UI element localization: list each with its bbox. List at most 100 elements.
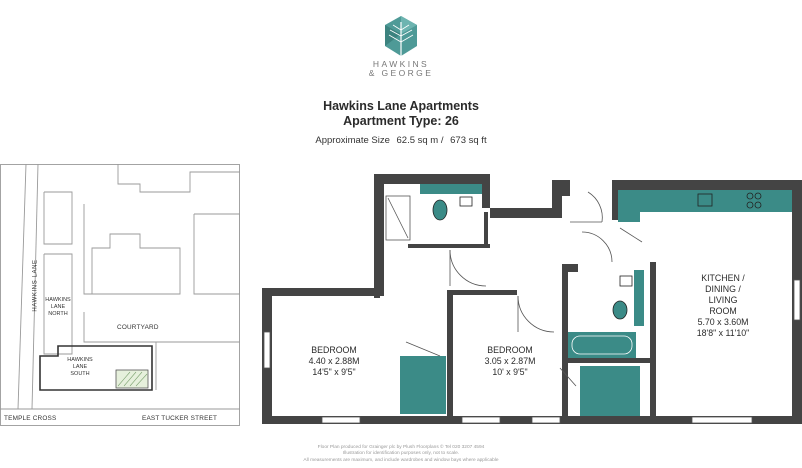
- wall-kitchen-left: [650, 262, 656, 416]
- floor-plan: [262, 174, 802, 424]
- window-kitchen-side: [793, 279, 801, 321]
- wall-riser: [552, 180, 562, 218]
- bedroom-2-label: BEDROOM 3.05 x 2.87M 10' x 9'5": [460, 345, 560, 378]
- basin-2: [619, 275, 633, 287]
- middle-building: [83, 204, 181, 295]
- size-label: Approximate Size: [315, 135, 390, 146]
- leaf-icon: [385, 16, 417, 60]
- basin-1: [459, 196, 473, 207]
- footer-line2: Illustration for identification purposes…: [342, 451, 460, 457]
- toilet-2: [612, 300, 628, 320]
- kitchen-name-4: ROOM: [709, 306, 737, 316]
- apartment-location: [115, 369, 149, 389]
- brand-line2: & GEORGE: [368, 68, 434, 78]
- bedroom-2-imperial: 10' x 9'5": [492, 367, 528, 377]
- door-arc-hall: [449, 249, 487, 287]
- wall-kitchen-stub: [612, 180, 618, 220]
- north-block-upper: [43, 191, 73, 245]
- south-label-3: SOUTH: [70, 371, 90, 377]
- window-bed1: [321, 416, 361, 424]
- bathtub-inner: [571, 335, 633, 355]
- right-building: [193, 213, 240, 295]
- wall-top-corridor: [490, 208, 560, 218]
- wall-top-bath: [374, 174, 490, 184]
- bedroom-2-metric: 3.05 x 2.87M: [484, 356, 536, 366]
- north-label-1: HAWKINS: [45, 297, 71, 303]
- window-bed1-side: [263, 331, 271, 369]
- south-label: HAWKINS LANE SOUTH: [60, 357, 100, 378]
- window-bed2-b: [531, 416, 561, 424]
- street-right: EAST TUCKER STREET: [142, 415, 218, 422]
- bedroom-1-name: BEDROOM: [311, 345, 357, 355]
- size-metric: 62.5 sq m /: [396, 135, 444, 146]
- door-leaf-bath2: [559, 367, 577, 387]
- wall-riser-cap: [558, 180, 570, 196]
- bedroom-1-imperial: 14'5" x 9'5": [312, 367, 356, 377]
- wall-bed2-top: [447, 290, 517, 295]
- kitchen-name-3: LIVING: [708, 295, 738, 305]
- page-title: Hawkins Lane Apartments: [323, 99, 479, 113]
- footer-line1: Floor Plan produced for Grainger plc by …: [317, 445, 485, 450]
- south-label-1: HAWKINS: [67, 357, 93, 363]
- window-bed2-a: [461, 416, 501, 424]
- north-block: [43, 253, 73, 355]
- wall-top-kitchen: [612, 180, 802, 190]
- brand-line1: HAWKINS: [372, 59, 430, 69]
- door-arc-entry: [587, 191, 603, 223]
- lane-line-left: [17, 164, 27, 410]
- south-label-2: LANE: [72, 364, 88, 370]
- kitchen-name-1: KITCHEN /: [701, 273, 745, 283]
- wall-hall: [484, 212, 488, 248]
- bath2-counter: [634, 270, 644, 326]
- footer-disclaimer: Floor Plan produced for Grainger plc by …: [250, 445, 552, 464]
- bedroom-1-metric: 4.40 x 2.88M: [308, 356, 360, 366]
- site-plan: [0, 164, 240, 426]
- approximate-size: Approximate Size 62.5 sq m / 673 sq ft: [250, 135, 552, 146]
- door-leaf-bed1: [405, 341, 441, 357]
- brand-name: HAWKINS & GEORGE: [340, 60, 462, 78]
- lane-line-right: [31, 164, 39, 410]
- courtyard-label: COURTYARD: [117, 324, 159, 331]
- street-left: TEMPLE CROSS: [4, 415, 57, 422]
- wall-junction: [374, 288, 380, 298]
- kitchen-worktop: [618, 190, 792, 212]
- shower-tray: [385, 195, 411, 241]
- wall-top-bed1: [262, 288, 382, 296]
- lane-label: HAWKINS LANE: [32, 259, 39, 312]
- wall-bath2-top: [562, 264, 578, 272]
- kitchen-corner-unit: [618, 190, 640, 222]
- site-plan-border: [0, 164, 240, 426]
- apartment-type: Apartment Type: 26: [343, 114, 459, 128]
- wall-bath2-bottom: [568, 358, 650, 363]
- wall-bath-bottom: [408, 244, 490, 248]
- wall-bath-right: [482, 174, 490, 208]
- toilet-1: [432, 199, 448, 221]
- north-label-3: NORTH: [48, 311, 68, 317]
- kitchen-sink: [697, 193, 713, 207]
- wall-bath2-left: [562, 264, 568, 416]
- window-kitchen: [691, 416, 753, 424]
- north-label-2: LANE: [50, 304, 66, 310]
- kitchen-name-2: DINING /: [705, 284, 741, 294]
- door-arc-corridor: [581, 231, 613, 263]
- north-label: HAWKINS LANE NORTH: [44, 297, 72, 318]
- kitchen-metric: 5.70 x 3.60M: [697, 317, 749, 327]
- door-leaf-kitchen: [619, 227, 643, 243]
- wardrobe-2: [580, 366, 640, 416]
- footer-line3: All measurements are maximum, and includ…: [303, 457, 499, 463]
- wardrobe-1: [400, 356, 446, 414]
- top-building: [117, 164, 240, 193]
- south-block: [39, 345, 153, 391]
- kitchen-label: KITCHEN / DINING / LIVING ROOM 5.70 x 3.…: [668, 273, 778, 339]
- doors: [405, 191, 643, 387]
- fixtures: [400, 184, 792, 416]
- bedroom-1-label: BEDROOM 4.40 x 2.88M 14'5" x 9'5": [284, 345, 384, 378]
- bath-counter: [420, 184, 482, 194]
- kitchen-imperial: 18'8" x 11'10": [696, 328, 750, 338]
- bedroom-2-name: BEDROOM: [487, 345, 533, 355]
- size-imperial: 673 sq ft: [450, 135, 487, 146]
- courtyard-edge: [83, 312, 240, 343]
- fixture-details: [385, 192, 762, 355]
- door-arc-bed2: [517, 295, 555, 333]
- windows: [263, 279, 801, 424]
